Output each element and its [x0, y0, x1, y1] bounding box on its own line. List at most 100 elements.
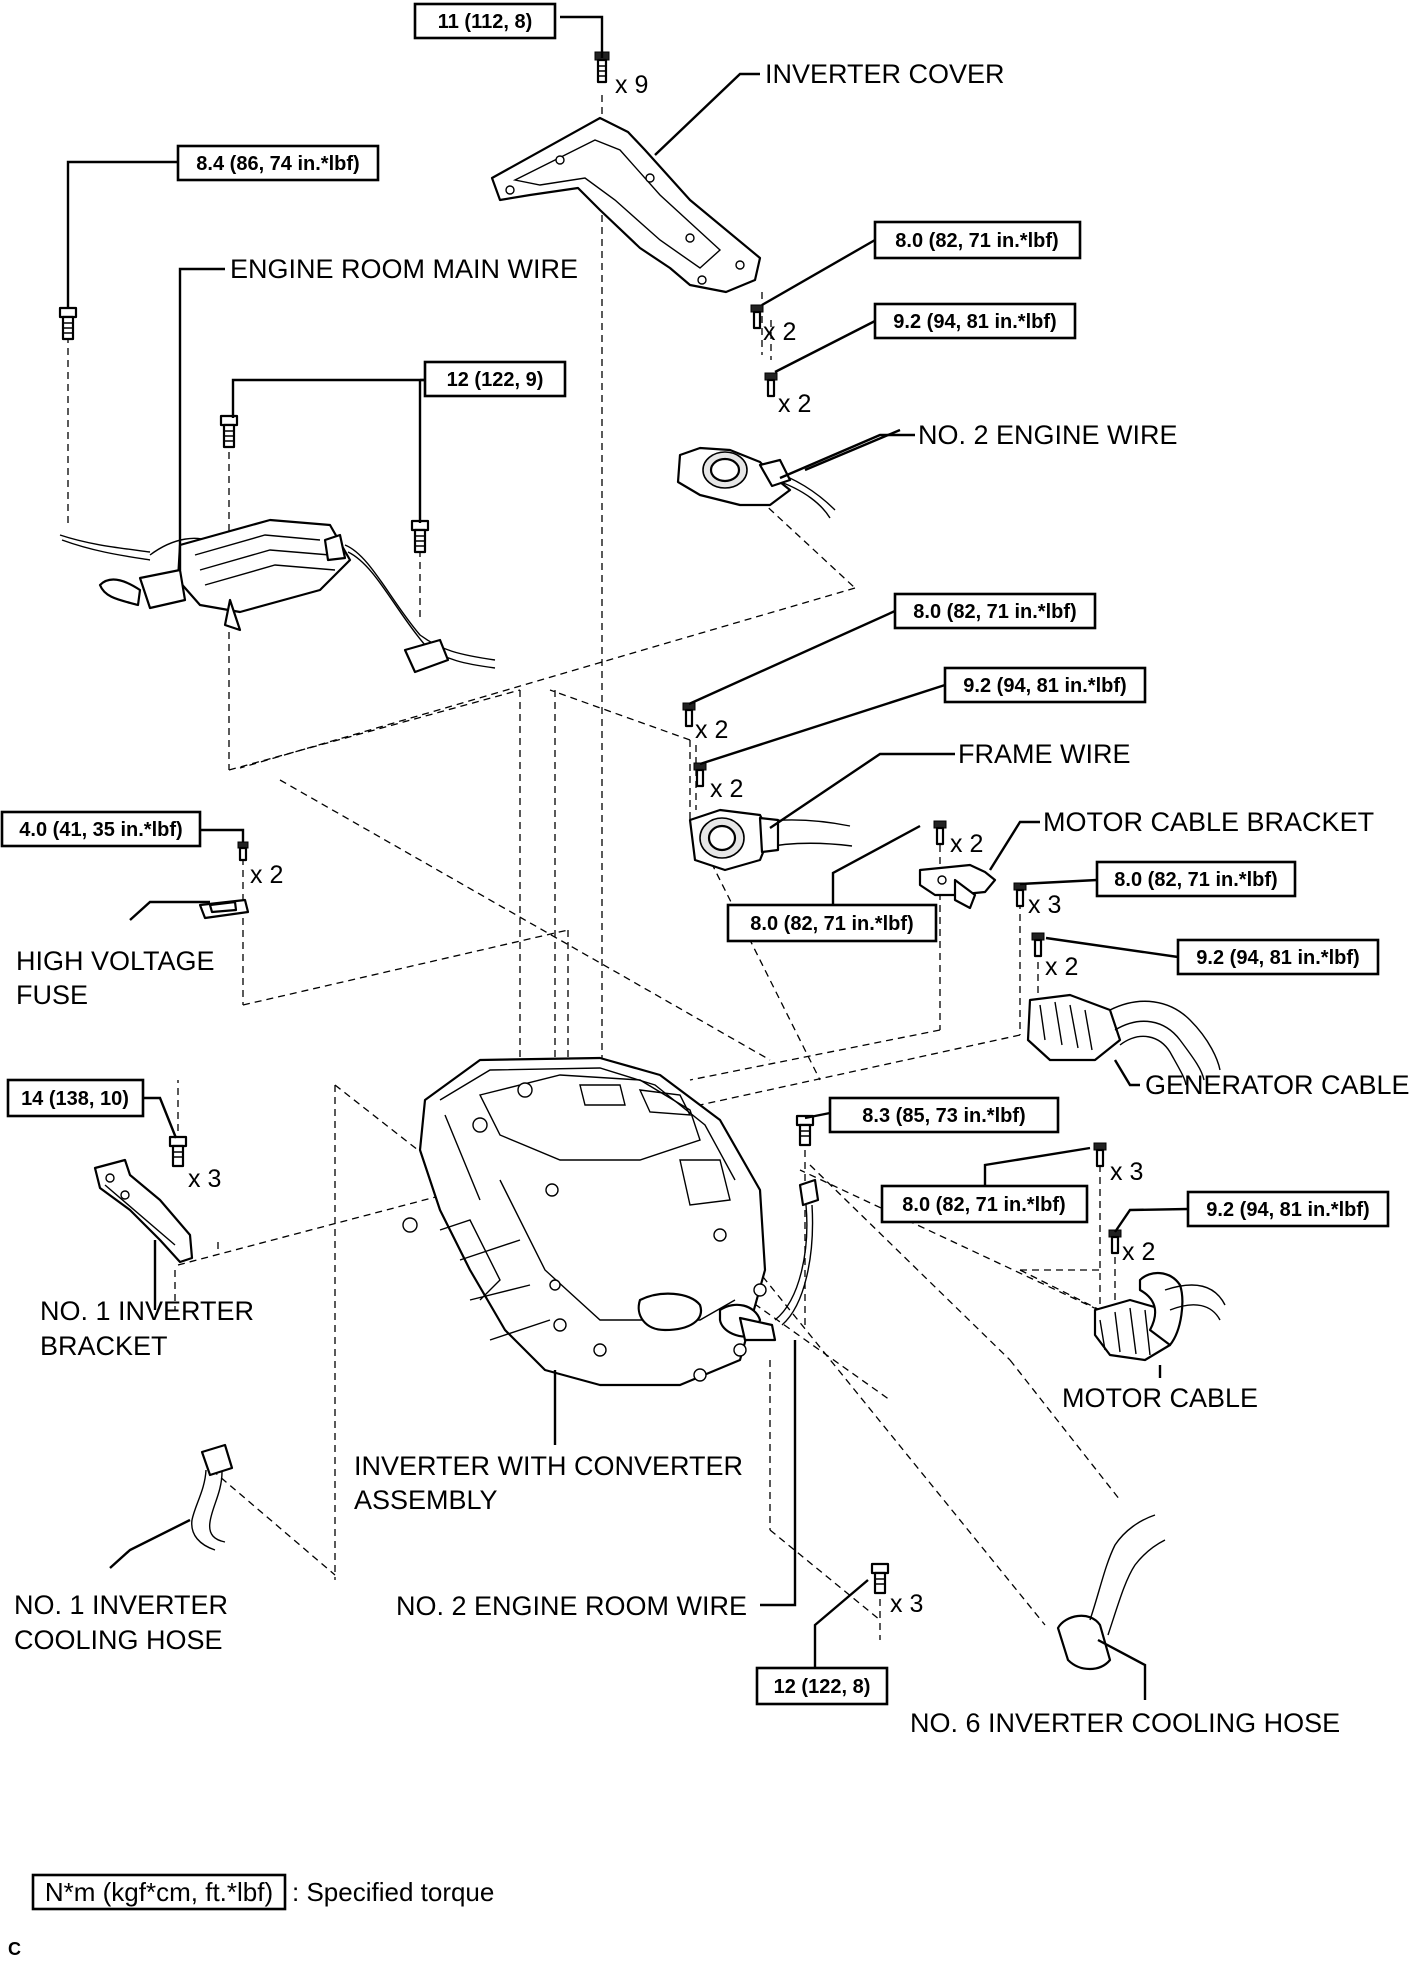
quantity-label: x 2 [763, 318, 796, 346]
label-inverter-cover: INVERTER COVER [765, 59, 1005, 89]
quantity-label: x 2 [710, 775, 743, 803]
label-engine-room-main-wire: ENGINE ROOM MAIN WIRE [230, 254, 578, 284]
label-no1-inverter-bracket-line2: BRACKET [40, 1331, 168, 1361]
no6-cooling-hose-part [1056, 1514, 1166, 1671]
quantity-labels: x 9 x 2 x 2 x 2 x 2 x 2 x 2 x 3 x 2 x 3 … [188, 71, 1155, 1618]
bolt-icon [795, 1114, 815, 1147]
label-motor-cable: MOTOR CABLE [1062, 1383, 1258, 1413]
legend-unit-box: N*m (kgf*cm, ft.*lbf) [45, 1877, 273, 1907]
torque-legend: N*m (kgf*cm, ft.*lbf) : Specified torque [31, 1873, 494, 1911]
bolt-icon [1108, 1229, 1122, 1255]
torque-box-frame-b: 9.2 (94, 81 in.*lbf) [943, 666, 1147, 704]
torque-box-motor-bracket: 8.0 (82, 71 in.*lbf) [726, 903, 938, 943]
motor-cable-part [1093, 1272, 1226, 1362]
quantity-label: x 3 [188, 1165, 221, 1193]
label-no6-cooling-hose: NO. 6 INVERTER COOLING HOSE [910, 1708, 1340, 1738]
torque-box-gen-a: 8.0 (82, 71 in.*lbf) [1095, 860, 1297, 898]
label-no2-engine-room-wire: NO. 2 ENGINE ROOM WIRE [396, 1591, 747, 1621]
quantity-label: x 2 [1122, 1238, 1155, 1266]
torque-box-motor-a: 8.0 (82, 71 in.*lbf) [880, 1184, 1089, 1224]
torque-value: 8.3 (85, 73 in.*lbf) [862, 1105, 1025, 1127]
torque-value: 8.0 (82, 71 in.*lbf) [895, 230, 1058, 252]
quantity-label: x 3 [1110, 1158, 1143, 1186]
torque-box-main-wire-top: 8.4 (86, 74 in.*lbf) [176, 144, 380, 182]
part-labels: INVERTER COVER ENGINE ROOM MAIN WIRE NO.… [14, 59, 1410, 1738]
label-high-voltage-fuse: HIGH VOLTAGE [16, 946, 215, 976]
bolt-icon [764, 372, 778, 398]
bolt-icon [58, 306, 78, 341]
inverter-cover-part [490, 116, 762, 294]
label-generator-cable: GENERATOR CABLE [1145, 1070, 1410, 1100]
generator-cable-part [1026, 993, 1221, 1086]
label-inverter-assembly: INVERTER WITH CONVERTER [354, 1451, 743, 1481]
torque-value: 8.0 (82, 71 in.*lbf) [1114, 869, 1277, 891]
label-high-voltage-fuse-line2: FUSE [16, 980, 88, 1010]
torque-boxes: 11 (112, 8) 8.4 (86, 74 in.*lbf) 8.0 (82… [0, 2, 1390, 1706]
torque-value: 8.0 (82, 71 in.*lbf) [750, 913, 913, 935]
torque-box-inv-bracket: 14 (138, 10) [6, 1078, 145, 1118]
torque-value: 12 (122, 8) [774, 1676, 871, 1698]
no2-engine-room-wire-part [774, 1178, 820, 1326]
torque-value: 9.2 (94, 81 in.*lbf) [1196, 947, 1359, 969]
label-no2-engine-wire: NO. 2 ENGINE WIRE [918, 420, 1178, 450]
label-no1-inverter-bracket: NO. 1 INVERTER [40, 1296, 254, 1326]
torque-value: 4.0 (41, 35 in.*lbf) [19, 819, 182, 841]
inverter-assembly-part [402, 1056, 777, 1387]
quantity-label: x 2 [778, 390, 811, 418]
bolt-icons [58, 51, 1122, 1595]
torque-box-frame-a: 8.0 (82, 71 in.*lbf) [893, 592, 1097, 630]
figure-code: C [8, 1939, 21, 1959]
torque-value: 8.0 (82, 71 in.*lbf) [913, 601, 1076, 623]
quantity-label: x 2 [695, 716, 728, 744]
label-no1-cooling-hose: NO. 1 INVERTER [14, 1590, 228, 1620]
torque-box-motor-b: 9.2 (94, 81 in.*lbf) [1186, 1190, 1390, 1228]
label-motor-cable-bracket: MOTOR CABLE BRACKET [1043, 807, 1374, 837]
bolt-icon [750, 304, 764, 330]
torque-value: 14 (138, 10) [21, 1088, 129, 1110]
bolt-icon [1093, 1142, 1107, 1168]
engine-room-main-wire-part [59, 518, 496, 674]
torque-box-fuse: 4.0 (41, 35 in.*lbf) [0, 810, 202, 848]
bolt-icon [219, 414, 239, 449]
torque-value: 9.2 (94, 81 in.*lbf) [1206, 1199, 1369, 1221]
torque-value: 9.2 (94, 81 in.*lbf) [893, 311, 1056, 333]
quantity-label: x 2 [1045, 953, 1078, 981]
leader-lines [66, 15, 1189, 1700]
torque-value: 11 (112, 8) [438, 11, 533, 33]
torque-box-engine-room-wire: 8.3 (85, 73 in.*lbf) [828, 1096, 1060, 1134]
torque-value: 9.2 (94, 81 in.*lbf) [963, 675, 1126, 697]
torque-box-main-wire-mid: 12 (122, 9) [423, 360, 567, 398]
torque-box-no2-engine-a: 8.0 (82, 71 in.*lbf) [873, 220, 1082, 260]
quantity-label: x 9 [615, 71, 648, 99]
bolt-icon [933, 820, 947, 846]
frame-wire-part [688, 808, 853, 872]
label-frame-wire: FRAME WIRE [958, 739, 1131, 769]
torque-value: 12 (122, 9) [447, 369, 544, 391]
bolt-icon [1013, 882, 1027, 908]
bolt-icon [237, 841, 249, 862]
no1-inverter-bracket-part [93, 1158, 194, 1264]
torque-box-cover: 11 (112, 8) [413, 2, 557, 40]
torque-box-gen-b: 9.2 (94, 81 in.*lbf) [1176, 938, 1380, 976]
quantity-label: x 3 [890, 1590, 923, 1618]
torque-value: 8.0 (82, 71 in.*lbf) [902, 1194, 1065, 1216]
quantity-label: x 2 [950, 830, 983, 858]
torque-value: 8.4 (86, 74 in.*lbf) [196, 153, 359, 175]
high-voltage-fuse-part [198, 898, 250, 920]
legend-description: : Specified torque [292, 1877, 494, 1907]
bolt-icon [693, 762, 707, 788]
bolt-icon [682, 702, 696, 728]
motor-cable-bracket-part [918, 863, 997, 910]
no2-engine-wire-part [676, 446, 836, 519]
bolt-icon [410, 519, 430, 554]
label-inverter-assembly-line2: ASSEMBLY [354, 1485, 498, 1515]
bolt-icon [870, 1562, 890, 1595]
bolt-icon [168, 1135, 188, 1168]
bolt-icon [1031, 932, 1045, 958]
label-no1-cooling-hose-line2: COOLING HOSE [14, 1625, 223, 1655]
torque-box-bottom: 12 (122, 8) [755, 1666, 889, 1706]
no1-cooling-hose-part [191, 1443, 234, 1551]
quantity-label: x 3 [1028, 891, 1061, 919]
